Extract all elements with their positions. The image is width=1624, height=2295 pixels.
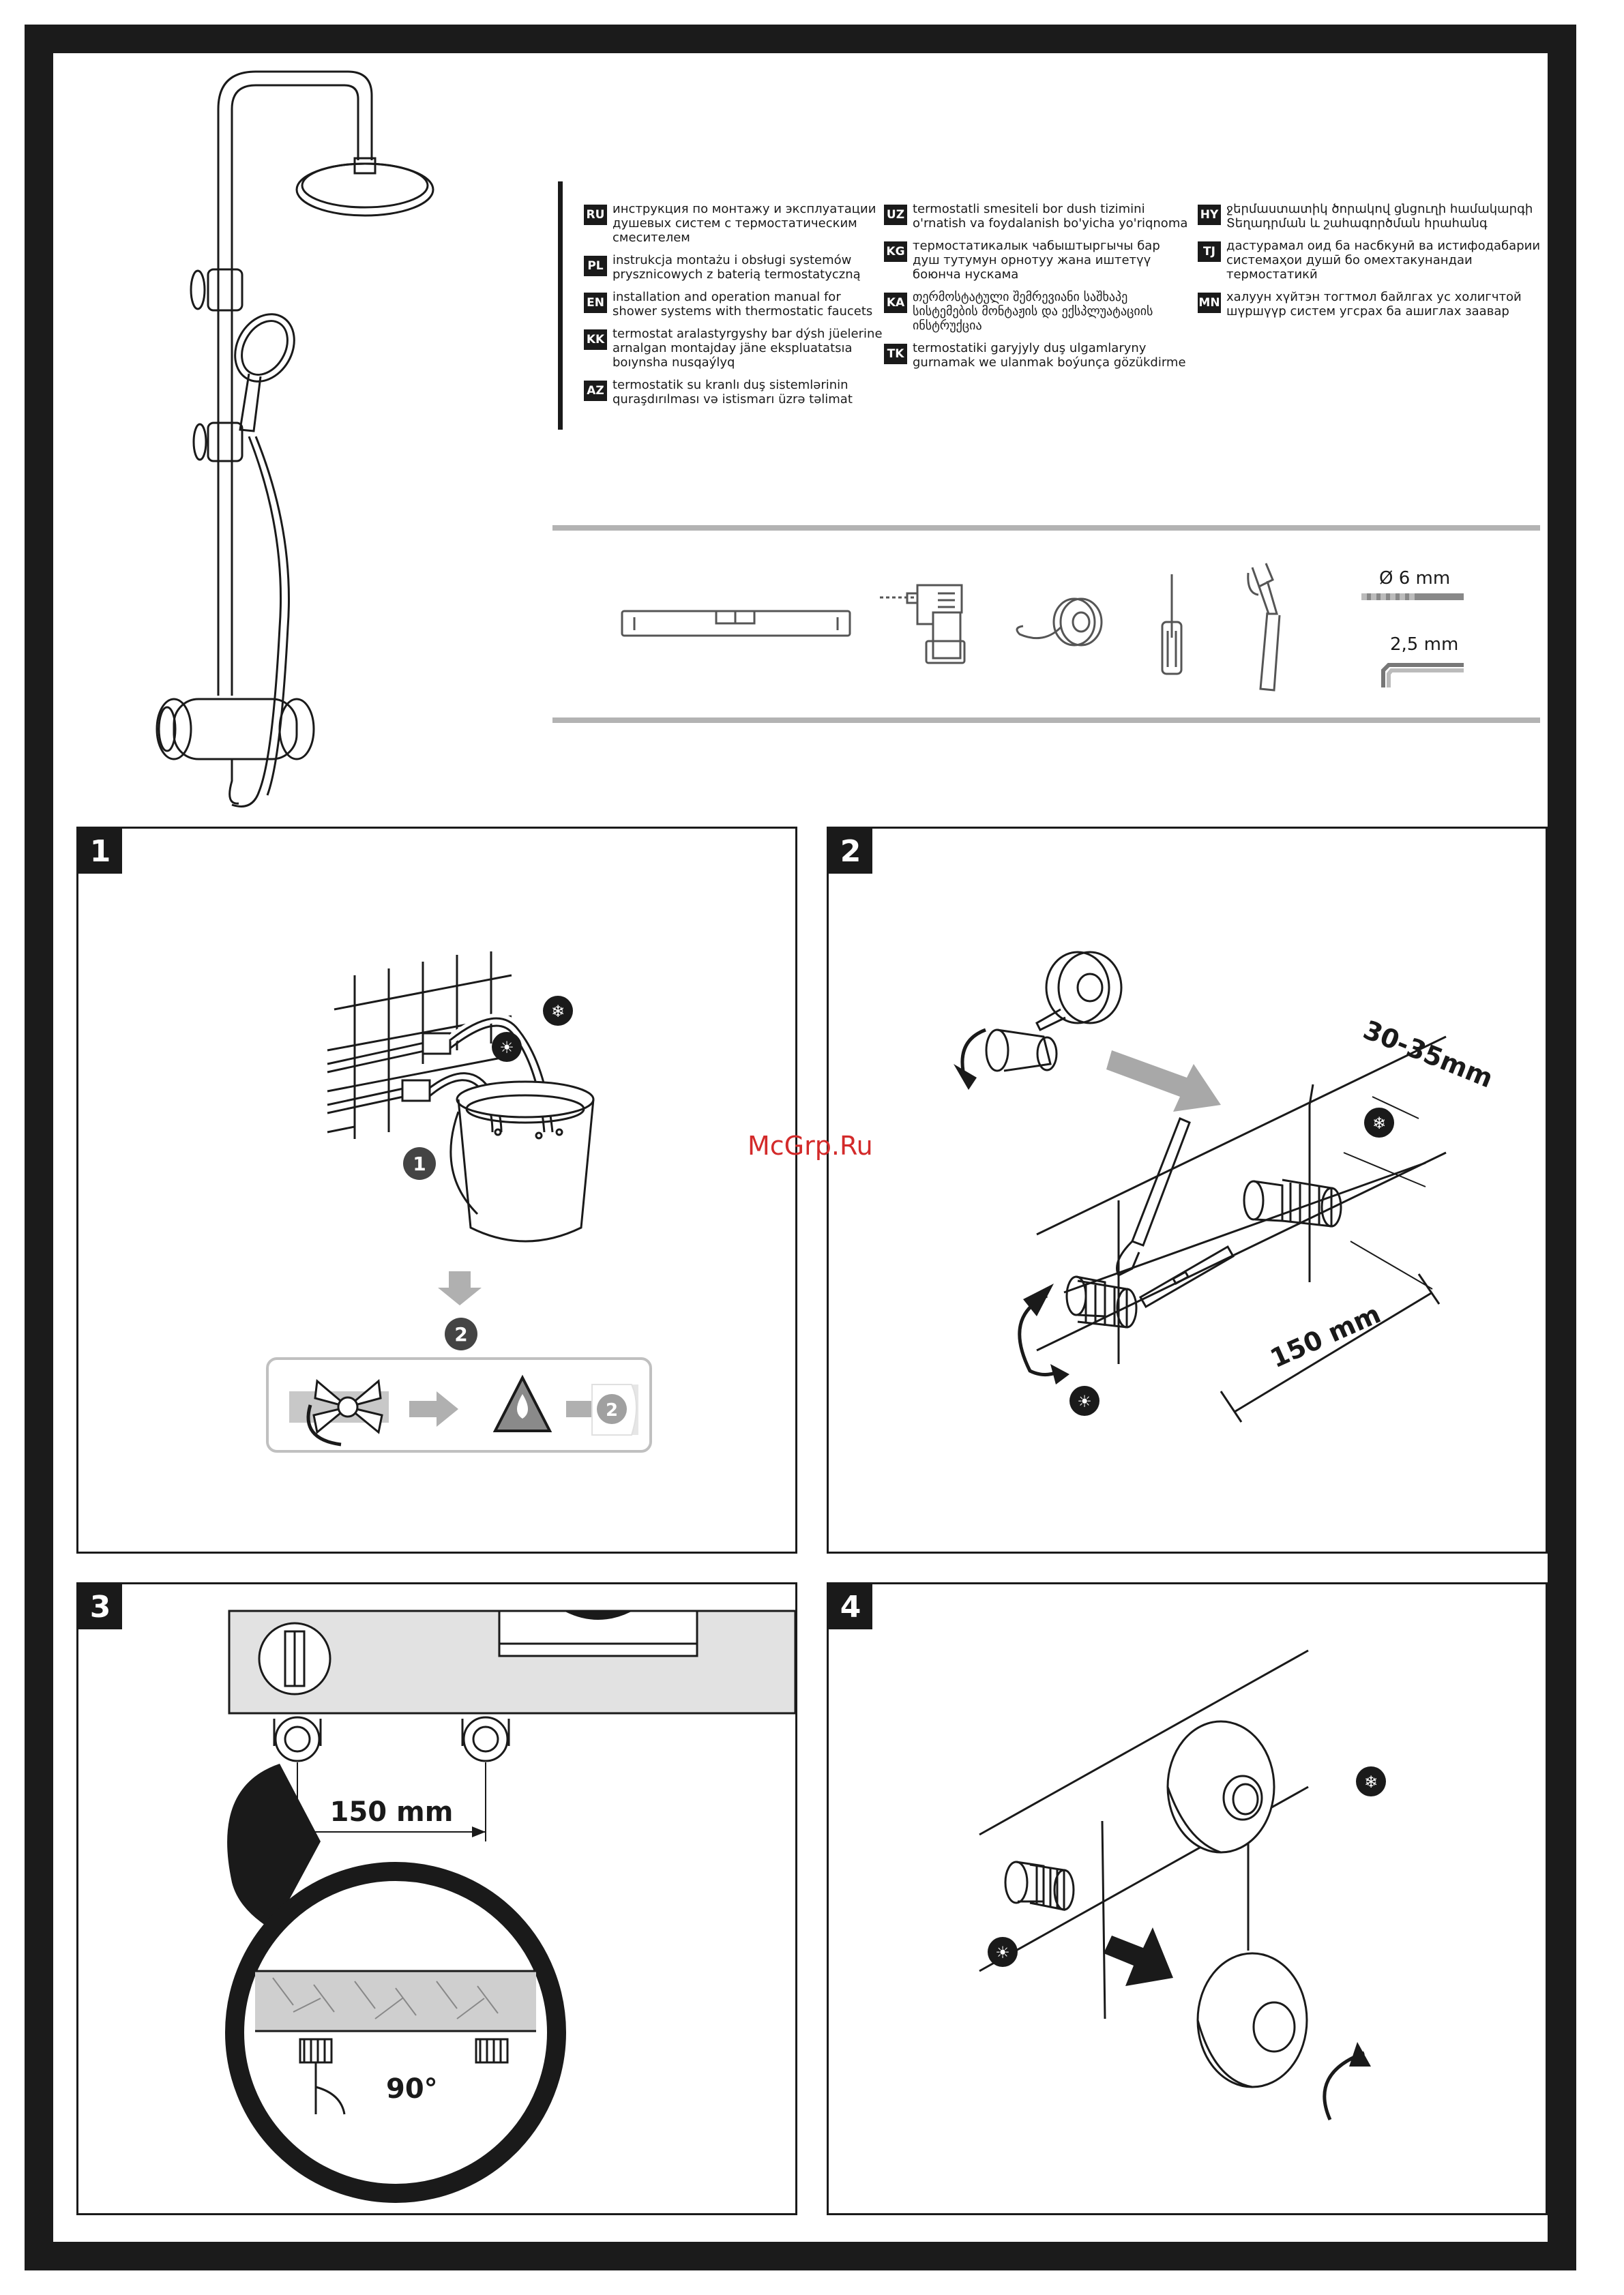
language-title: instrukcja montażu i obsługi systemów pr…	[612, 253, 861, 282]
language-title: თერმოსტატული შემრევიანი საშხაპე სისტემებ…	[913, 290, 1153, 333]
step-1-number: 1	[78, 829, 122, 874]
step-2-number: 2	[829, 829, 872, 874]
step-2-panel: 2	[827, 827, 1548, 1554]
language-title: termostat aralastyrgyshy bar dýsh jüeler…	[612, 327, 883, 370]
language-title: termostatli smesiteli bor dush tizimini …	[913, 202, 1188, 231]
language-code: RU	[584, 205, 607, 225]
step-4-number: 4	[829, 1584, 872, 1629]
language-title: халуун хүйтэн тогтмол байлгах ус холигчт…	[1226, 290, 1522, 319]
language-title: инструкция по монтажу и эксплуатации душ…	[612, 202, 876, 245]
language-title: termostatik su kranlı duş sistemlərinin …	[612, 378, 853, 406]
step-1-panel: 1	[76, 827, 797, 1554]
tools-divider-top	[552, 525, 1540, 531]
language-column-2: UZ termostatli smesiteli bor dush tizimin…	[884, 202, 1198, 378]
language-title: installation and operation manual for sh…	[612, 290, 873, 319]
language-code: EN	[584, 293, 607, 313]
language-entry: UZ termostatli smesiteli bor dush tizimin…	[884, 202, 1198, 231]
step-4-panel: 4	[827, 1582, 1548, 2215]
language-code: TK	[884, 344, 907, 364]
language-entry: TK termostatiki garyjyly duş ulgamlaryny …	[884, 341, 1198, 370]
language-code: AZ	[584, 381, 607, 401]
language-code: KK	[584, 329, 607, 350]
step-3-number: 3	[78, 1584, 122, 1629]
language-entry: KG термостатикалык чабыштыргычы бар душ т…	[884, 239, 1198, 282]
language-title: термостатикалык чабыштыргычы бар душ тут…	[913, 239, 1160, 282]
language-code: MN	[1198, 293, 1221, 313]
language-code: KG	[884, 241, 907, 262]
language-code: UZ	[884, 205, 907, 225]
language-code: TJ	[1198, 241, 1221, 262]
language-title: ջերմաստատիկ ծորակով ցնցուղի համակարգի Տե…	[1226, 202, 1533, 231]
language-code: PL	[584, 256, 607, 276]
language-title: termostatiki garyjyly duş ulgamlaryny gu…	[913, 341, 1186, 370]
language-entry: KA თერმოსტატული შემრევიანი საშხაპე სისტემ…	[884, 290, 1198, 333]
watermark: McGrp.Ru	[748, 1131, 873, 1161]
language-code: HY	[1198, 205, 1221, 225]
language-title: дастурамал оид ба насбкунӣ ва истифодаба…	[1226, 239, 1541, 282]
step-3-panel: 3	[76, 1582, 797, 2215]
language-block-divider	[558, 181, 563, 430]
language-code: KA	[884, 293, 907, 313]
tools-divider-bottom	[552, 717, 1540, 723]
